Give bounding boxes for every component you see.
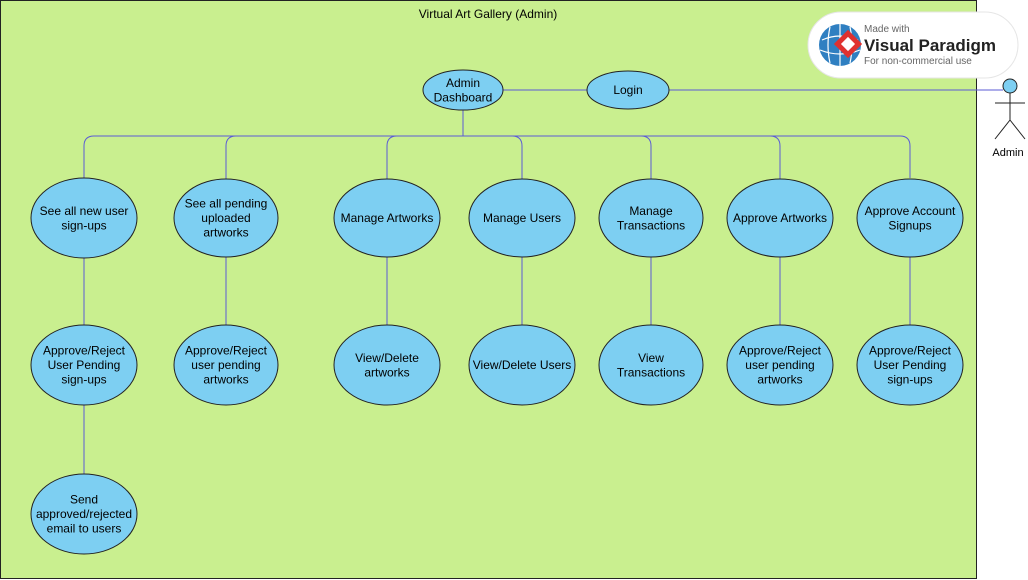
use-case-label: Send [70, 493, 98, 507]
use-case-label: approved/rejected [36, 507, 132, 521]
use-case-label: See all new user [40, 204, 129, 218]
use-case-label: email to users [47, 522, 122, 536]
connector-bus-c3 [386, 135, 398, 180]
use-case-label: Approve/Reject [43, 344, 126, 358]
use-case-ellipse [30, 177, 138, 259]
use-case-label: See all pending [185, 197, 268, 211]
use-case-login[interactable]: Login [586, 70, 670, 110]
watermark-line2: Visual Paradigm [864, 36, 996, 55]
use-case-label: Transactions [617, 218, 685, 232]
use-case-ellipse [30, 473, 138, 555]
use-case-ellipse [726, 178, 834, 258]
use-case-ellipse [856, 178, 964, 258]
use-case-label: Approve Artworks [733, 211, 827, 225]
use-case-ellipse [333, 324, 441, 406]
use-case-approve-artworks[interactable]: Approve Artworks [726, 178, 834, 258]
use-case-label: sign-ups [61, 218, 106, 232]
watermark: Made with Visual Paradigm For non-commer… [807, 11, 1019, 79]
actor-admin[interactable] [994, 78, 1026, 140]
use-case-ellipse [726, 324, 834, 406]
use-case-ellipse [468, 178, 576, 258]
use-case-label: Approve/Reject [869, 344, 952, 358]
use-case-label: Approve/Reject [739, 344, 822, 358]
use-case-label: sign-ups [887, 373, 932, 387]
watermark-line3: For non-commercial use [864, 56, 972, 67]
use-case-ellipse [173, 324, 279, 406]
use-case-manage-artworks[interactable]: Manage Artworks [333, 178, 441, 258]
use-case-label: View/Delete Users [473, 358, 571, 372]
use-case-label: artworks [203, 373, 248, 387]
use-case-ellipse [333, 178, 441, 258]
use-case-label: Approve Account [865, 204, 956, 218]
use-case-view-delete-users[interactable]: View/Delete Users [468, 324, 576, 406]
use-case-label: User Pending [48, 358, 121, 372]
use-case-label: Manage Artworks [341, 211, 434, 225]
use-case-label: user pending [745, 358, 814, 372]
connector-bus-c5 [640, 135, 652, 180]
use-case-ellipse [856, 324, 964, 406]
watermark-badge [807, 11, 1019, 79]
use-case-label: Login [613, 83, 642, 97]
system-title: Virtual Art Gallery (Admin) [419, 7, 558, 21]
actor-label: Admin [992, 147, 1023, 159]
use-case-ellipse [586, 70, 670, 110]
use-case-label: user pending [191, 358, 260, 372]
connector-bus-right [463, 135, 911, 178]
use-case-label: sign-ups [61, 373, 106, 387]
use-case-label: artworks [757, 373, 802, 387]
actor-head [1002, 78, 1018, 94]
use-case-label: View/Delete [355, 351, 419, 365]
use-case-ellipse [598, 178, 704, 258]
connectors [83, 89, 1003, 475]
use-case-ellipse [173, 178, 279, 258]
use-case-ellipse [422, 69, 504, 111]
watermark-line1: Made with [864, 24, 910, 35]
use-case-label: View [638, 351, 664, 365]
use-case-label: Transactions [617, 365, 685, 379]
connector-bus-c4 [511, 135, 523, 180]
connector-bus-c2 [225, 135, 237, 180]
use-case-label: Manage [629, 204, 673, 218]
use-case-label: Signups [888, 218, 931, 232]
connector-bus-c6 [769, 135, 781, 180]
use-case-label: artworks [364, 365, 409, 379]
use-case-label: Approve/Reject [185, 344, 268, 358]
use-case-ellipse [468, 324, 576, 406]
use-case-ellipse [30, 324, 138, 406]
use-case-label: uploaded [201, 211, 250, 225]
use-case-label: User Pending [874, 358, 947, 372]
visual-paradigm-logo-icon [819, 24, 863, 66]
use-case-label: Dashboard [434, 90, 493, 104]
use-case-label: Manage Users [483, 211, 561, 225]
use-case-label: Admin [446, 76, 480, 90]
actor-leg-right [1009, 119, 1026, 140]
use-case-manage-users[interactable]: Manage Users [468, 178, 576, 258]
use-case-ellipse [598, 324, 704, 406]
actor-leg-left [994, 119, 1011, 140]
connector-bus [83, 135, 463, 178]
use-case-label: artworks [203, 226, 248, 240]
